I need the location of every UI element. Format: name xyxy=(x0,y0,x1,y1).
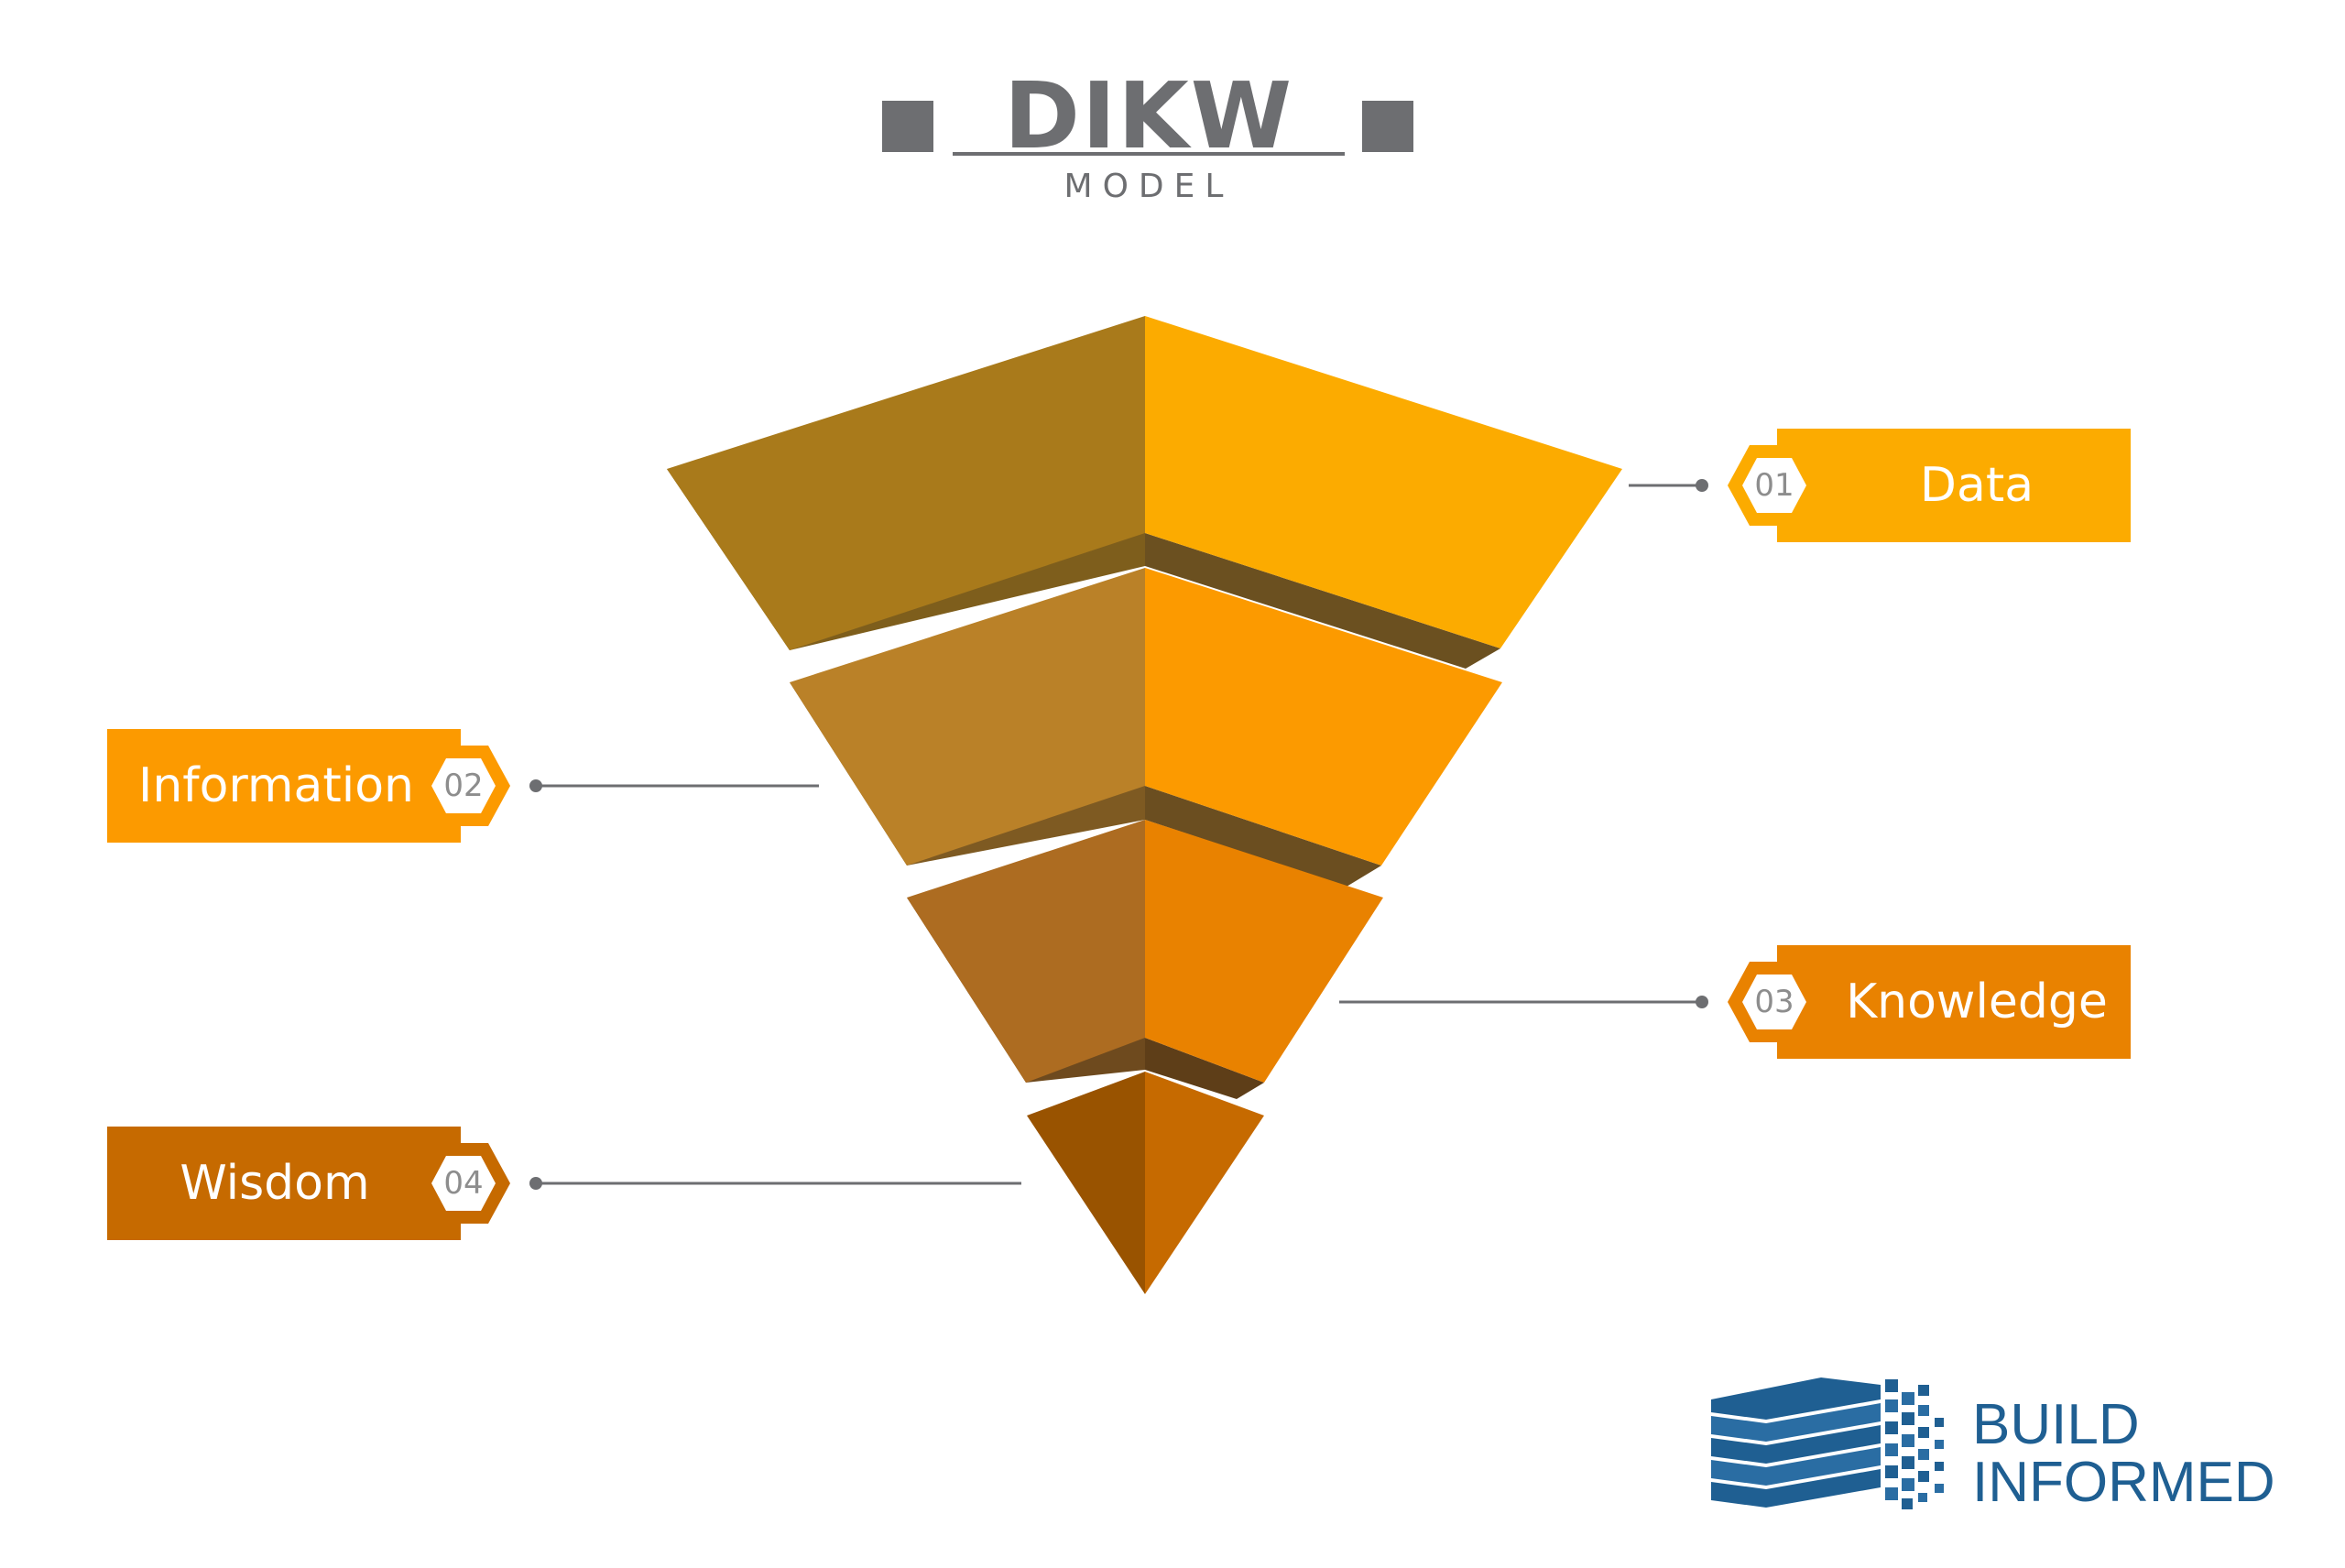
level-data-side-right xyxy=(1145,533,1500,669)
hexagon-icon xyxy=(1728,445,1821,526)
connector-information xyxy=(529,779,819,792)
page-subtitle: MODEL xyxy=(1063,168,1234,205)
level-tag-data-box: Data xyxy=(1777,429,2131,542)
connector-wisdom xyxy=(529,1177,1021,1190)
level-tag-knowledge-number: 03 xyxy=(1754,984,1794,1020)
level-tag-data-label: Data xyxy=(1919,458,2034,513)
logo-text-line2: INFORMED xyxy=(1972,1451,2275,1514)
connector-data xyxy=(1629,479,1708,492)
level-tag-wisdom-number: 04 xyxy=(443,1165,484,1202)
level-information-face-left xyxy=(790,568,1145,866)
level-tag-wisdom: Wisdom 04 xyxy=(107,1127,512,1240)
title-square-left xyxy=(882,101,933,152)
level-tag-wisdom-label: Wisdom xyxy=(180,1156,370,1211)
hexagon-icon xyxy=(417,1143,510,1224)
level-information-side-right xyxy=(1145,786,1381,887)
level-tag-information-number: 02 xyxy=(443,768,484,804)
level-tag-data-number-badge: 01 xyxy=(1726,443,1823,528)
level-tag-wisdom-box: Wisdom xyxy=(107,1127,461,1240)
level-tag-information: Information 02 xyxy=(107,729,512,843)
title-underline xyxy=(953,152,1345,156)
page-title: DIKW xyxy=(1003,62,1293,169)
level-knowledge-face-right xyxy=(1145,820,1383,1083)
pyramid-level-data xyxy=(667,316,1622,669)
level-wisdom-face-right xyxy=(1145,1072,1264,1294)
level-tag-information-number-badge: 02 xyxy=(415,744,512,828)
level-tag-knowledge: Knowledge 03 xyxy=(1726,945,2131,1059)
title-block: DIKW MODEL xyxy=(0,0,2345,220)
logo-text-line1: BUILD xyxy=(1972,1393,2140,1456)
level-tag-data: Data 01 xyxy=(1726,429,2131,542)
level-wisdom-face-left xyxy=(1027,1072,1145,1294)
level-tag-information-label: Information xyxy=(138,758,415,813)
pyramid-level-information xyxy=(790,568,1502,887)
build-informed-logo-mark xyxy=(1711,1377,1944,1509)
connector-knowledge xyxy=(1339,996,1708,1008)
hexagon-icon xyxy=(417,746,510,826)
level-tag-information-box: Information xyxy=(107,729,461,843)
level-information-face-right xyxy=(1145,568,1502,866)
level-tag-knowledge-label: Knowledge xyxy=(1846,975,2108,1029)
level-tag-knowledge-box: Knowledge xyxy=(1777,945,2131,1059)
level-data-face-left xyxy=(667,316,1145,650)
level-tag-data-number: 01 xyxy=(1754,467,1794,504)
level-data-face-right xyxy=(1145,316,1622,648)
pyramid-level-wisdom xyxy=(1027,1072,1264,1294)
level-knowledge-side-right xyxy=(1145,1038,1264,1099)
level-tag-wisdom-number-badge: 04 xyxy=(415,1141,512,1225)
hexagon-icon xyxy=(1728,962,1821,1042)
level-knowledge-face-left xyxy=(907,820,1145,1083)
level-tag-knowledge-number-badge: 03 xyxy=(1726,960,1823,1044)
pyramid-level-knowledge xyxy=(907,820,1383,1099)
title-square-right xyxy=(1362,101,1413,152)
